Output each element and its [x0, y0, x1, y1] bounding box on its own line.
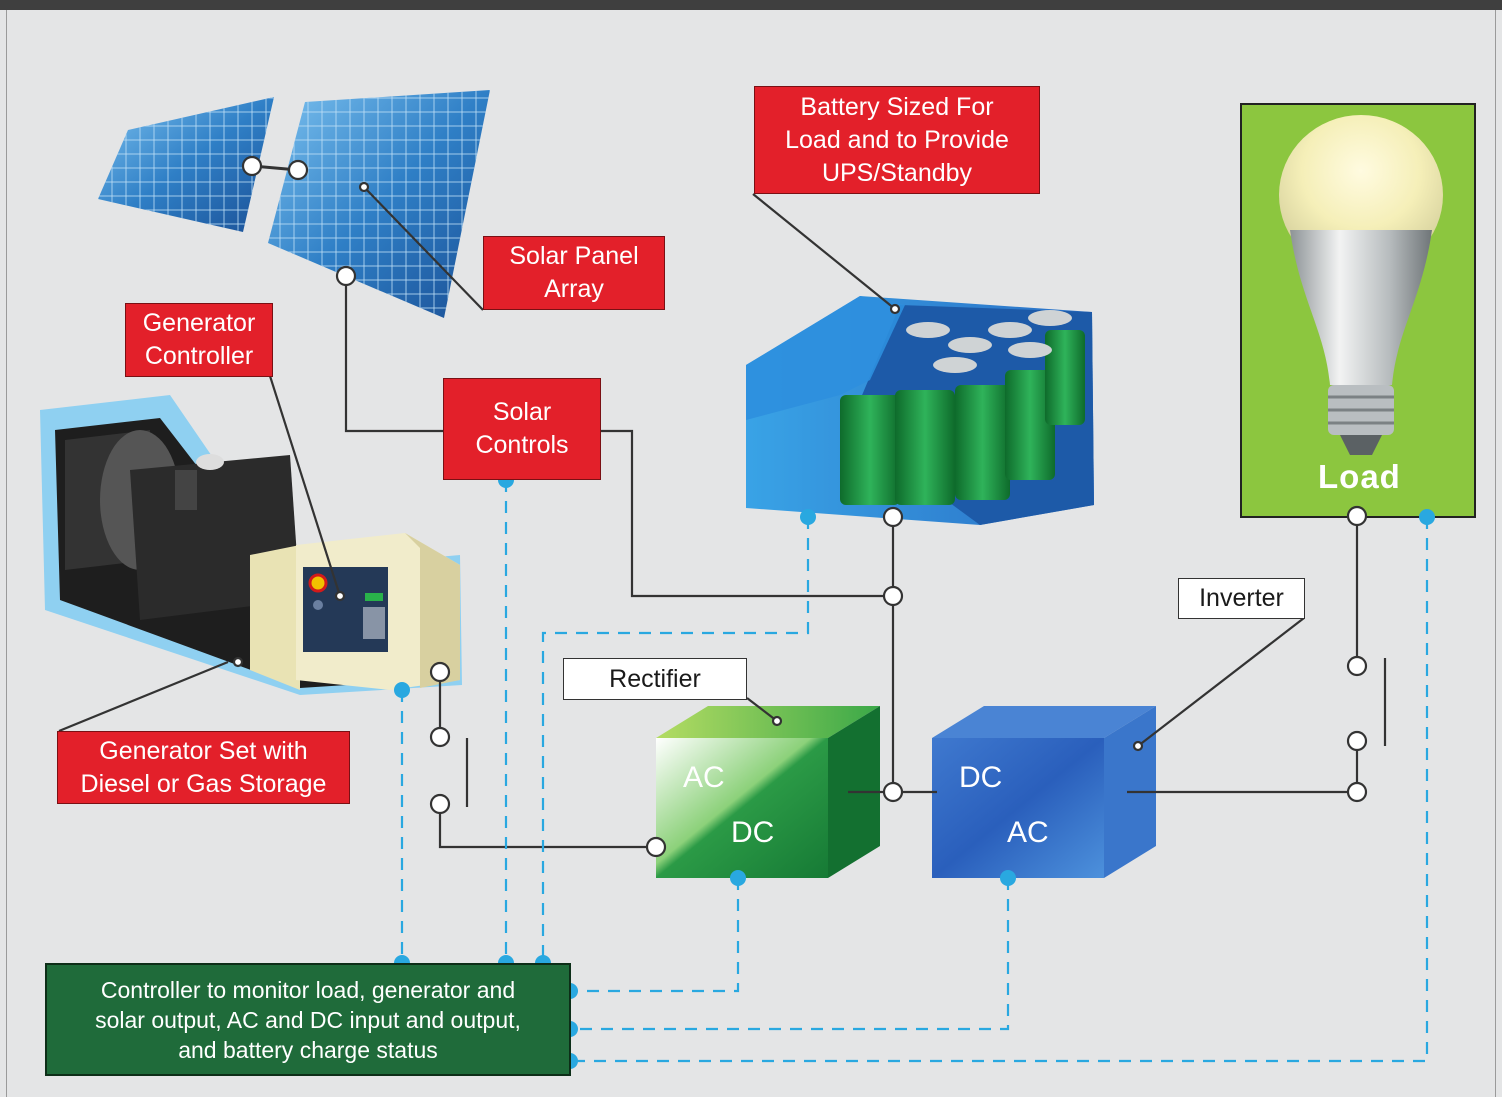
solar-panel-array-label: Solar Panel Array: [483, 236, 665, 310]
rectifier-input-label: AC: [683, 761, 725, 794]
rectifier-label: Rectifier: [563, 658, 747, 700]
generator-controller-label: Generator Controller: [125, 303, 273, 377]
header-bar: [0, 0, 1502, 10]
power-wiring: [58, 186, 1387, 849]
light-bulb-icon: [1279, 115, 1443, 455]
battery-label: Battery Sized For Load and to Provide UP…: [754, 86, 1040, 194]
battery-bank-icon: [746, 296, 1094, 525]
generator-set-icon: [40, 395, 462, 695]
monitoring-controller-label: Controller to monitor load, generator an…: [45, 963, 571, 1076]
inverter-label: Inverter: [1178, 578, 1305, 619]
diagram-frame: [6, 10, 1496, 1097]
load-label: Load: [1318, 458, 1401, 495]
inverter-cube: [932, 706, 1156, 878]
solar-controls-label: Solar Controls: [443, 378, 601, 480]
generator-set-label: Generator Set with Diesel or Gas Storage: [57, 731, 350, 804]
rectifier-output-label: DC: [731, 816, 775, 849]
monitoring-signal-lines: [400, 480, 1429, 1063]
rectifier-cube: [656, 706, 880, 878]
connection-nodes: [232, 155, 1368, 858]
inverter-output-label: AC: [1007, 816, 1049, 849]
solar-panel-array-icon: [98, 90, 490, 318]
inverter-input-label: DC: [959, 761, 1003, 794]
